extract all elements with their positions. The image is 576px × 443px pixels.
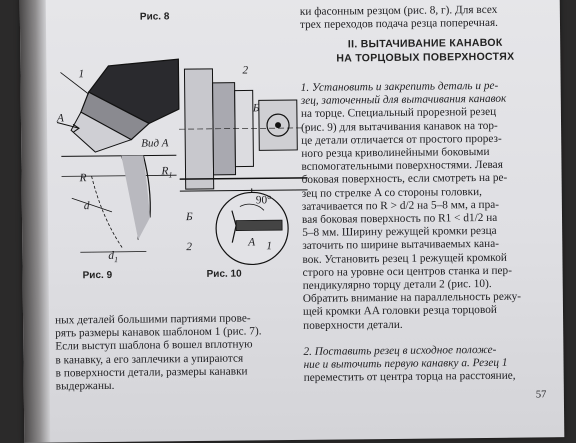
fig10-label-angle: 90° bbox=[256, 194, 272, 207]
page-number: 57 bbox=[536, 389, 547, 400]
fig8-label-a: A bbox=[57, 112, 64, 125]
left-column-text: ных деталей большими партиями прове- рят… bbox=[55, 312, 302, 394]
text-line: поверхности детали. bbox=[303, 317, 555, 333]
fig10-label-2-top: 2 bbox=[242, 64, 248, 77]
fig10-label-1: 1 bbox=[266, 240, 272, 253]
fig9-caption: Рис. 9 bbox=[83, 270, 113, 281]
right-column-top: ки фасонным резцом (рис. 8, г). Для всех… bbox=[300, 3, 550, 32]
section-heading: II. ВЫТАЧИВАНИЕ КАНАВОК НА ТОРЦОВЫХ ПОВЕ… bbox=[300, 35, 550, 66]
fig9-label-r1: R1 bbox=[161, 165, 172, 182]
book-page: Рис. 8 1 A Вид A R R1 d d1 Рис. 9 bbox=[20, 0, 565, 443]
fig10-label-a: A bbox=[248, 236, 255, 249]
fig9-label-r: R bbox=[80, 172, 87, 185]
text-line: переместить от центра торца на расстояни… bbox=[304, 370, 556, 386]
fig8-caption: Рис. 8 bbox=[140, 11, 170, 22]
fig10-caption: Рис. 10 bbox=[207, 269, 242, 280]
step1-paragraph: 1. Установить и закрепить деталь и ре- з… bbox=[301, 79, 556, 332]
fig9-geometry-drawing bbox=[51, 147, 182, 258]
fig9-label-d1: d1 bbox=[108, 250, 118, 267]
fig10-label-b-left: Б bbox=[186, 211, 193, 224]
book-spine bbox=[20, 0, 51, 443]
text-line: выдержаны. bbox=[56, 378, 302, 394]
fig10-label-b-top: Б bbox=[253, 102, 260, 115]
fig9-label-d: d bbox=[84, 200, 90, 213]
section-heading-line: НА ТОРЦОВЫХ ПОВЕРХНОСТЯХ bbox=[300, 49, 550, 66]
step2-paragraph: 2. Поставить резец в исходное положе- ни… bbox=[303, 343, 555, 385]
text-line: трех переходов подача резца поперечная. bbox=[300, 16, 550, 32]
fig10-label-2-left: 2 bbox=[186, 241, 192, 254]
fig10-setup-drawing bbox=[178, 60, 308, 271]
fig8-label-1: 1 bbox=[78, 68, 84, 81]
